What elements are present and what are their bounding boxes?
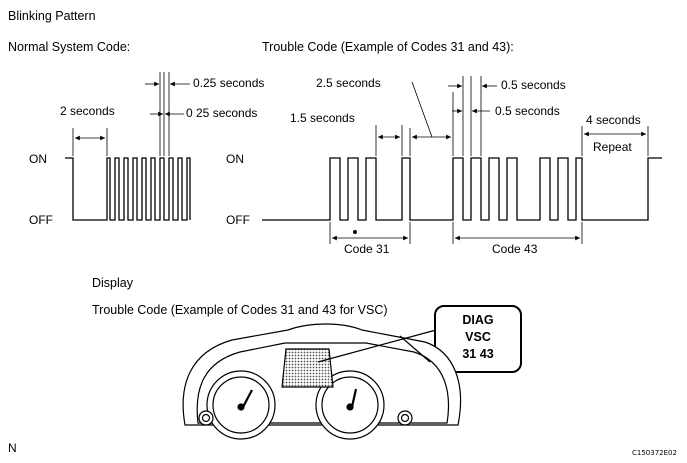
label-0-25-seconds-top: 0.25 seconds bbox=[193, 76, 265, 90]
figure-id: C150372E02 bbox=[632, 449, 677, 457]
diag-callout-box: DIAG VSC 31 43 bbox=[434, 305, 522, 373]
label-on-trouble: ON bbox=[226, 152, 244, 166]
callout-codes: 31 43 bbox=[462, 347, 494, 361]
trouble-waveform bbox=[262, 157, 662, 221]
label-0-5-seconds-top: 0.5 seconds bbox=[501, 78, 566, 92]
label-1-5-seconds: 1.5 seconds bbox=[290, 111, 355, 125]
label-0-25-seconds-bottom: 0 25 seconds bbox=[186, 106, 258, 120]
label-repeat: Repeat bbox=[593, 140, 632, 154]
label-0-5-seconds-bottom: 0.5 seconds bbox=[495, 104, 560, 118]
label-code-43: Code 43 bbox=[492, 242, 538, 256]
trouble-code-heading: Trouble Code (Example of Codes 31 and 43… bbox=[262, 40, 514, 54]
display-caption: Trouble Code (Example of Codes 31 and 43… bbox=[92, 303, 388, 317]
page-title: Blinking Pattern bbox=[8, 9, 96, 23]
label-2-seconds: 2 seconds bbox=[60, 104, 115, 118]
footer-left-mark: N bbox=[8, 441, 17, 455]
label-code-31: Code 31 bbox=[344, 242, 390, 256]
normal-code-heading: Normal System Code: bbox=[8, 40, 131, 54]
display-heading: Display bbox=[92, 276, 133, 290]
label-off-normal: OFF bbox=[29, 213, 53, 227]
label-off-trouble: OFF bbox=[226, 213, 250, 227]
label-on-normal: ON bbox=[29, 152, 47, 166]
normal-waveform bbox=[65, 157, 191, 221]
label-4-seconds: 4 seconds bbox=[586, 113, 641, 127]
instrument-cluster bbox=[182, 323, 462, 440]
callout-diag: DIAG bbox=[462, 313, 494, 327]
callout-vsc: VSC bbox=[465, 330, 491, 344]
label-2-5-seconds: 2.5 seconds bbox=[316, 76, 381, 90]
